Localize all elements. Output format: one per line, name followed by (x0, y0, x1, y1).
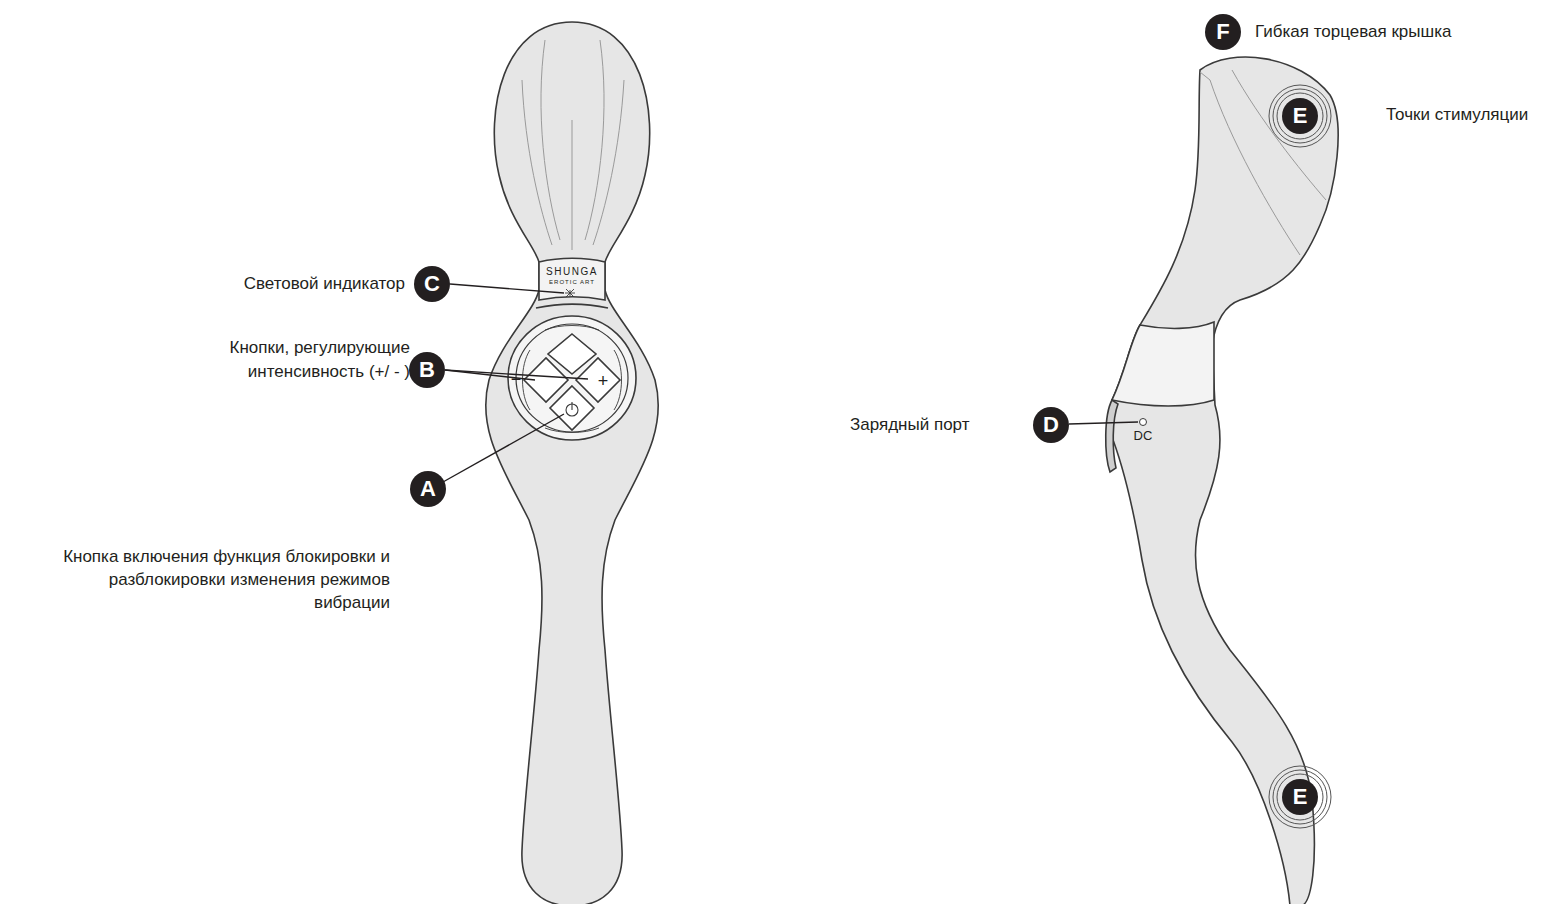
callout-letter: B (419, 359, 435, 381)
button-power (550, 386, 594, 430)
device-marking: EROTIC ART (537, 278, 607, 286)
callout-badge: D (1033, 407, 1069, 443)
button-plus (576, 358, 620, 402)
callout-badge: E (1282, 779, 1318, 815)
callout-letter: C (424, 273, 440, 295)
side-body (1110, 57, 1338, 904)
part-label: Световой индикатор (185, 273, 405, 295)
device-marking: SHUNGA (537, 266, 607, 278)
callout-badge: F (1205, 14, 1241, 50)
device-marking: + (593, 371, 613, 391)
callout-letter: A (420, 478, 436, 500)
part-label: Точки стимуляции (1386, 104, 1566, 126)
panel-ornament (523, 326, 622, 433)
callout-letter: E (1293, 105, 1308, 127)
side-view (1106, 57, 1338, 904)
head-ribs (522, 40, 624, 250)
side-neck-band (1112, 322, 1214, 406)
callout-badge: B (409, 352, 445, 388)
device-marking: DC (1128, 428, 1158, 443)
callout-badge: C (414, 266, 450, 302)
callout-letter: F (1216, 21, 1229, 43)
neck-line (536, 304, 608, 308)
indicator-light (565, 289, 575, 297)
front-body (486, 22, 659, 904)
part-label: Кнопки, регулирующие интенсивность (+/ -… (190, 336, 410, 384)
leader-lines (443, 284, 1138, 482)
part-label: Гибкая торцевая крышка (1255, 21, 1555, 43)
head-facet (1200, 70, 1326, 255)
dc-port (1140, 419, 1147, 426)
device-marking: − (506, 369, 526, 389)
callout-letter: D (1043, 414, 1059, 436)
callout-letter: E (1293, 786, 1308, 808)
side-button (1106, 400, 1118, 472)
callout-badge: E (1282, 98, 1318, 134)
callout-badge: A (410, 471, 446, 507)
power-icon-bar (571, 402, 572, 410)
part-label: Зарядный порт (850, 414, 1020, 436)
front-view (486, 22, 659, 904)
stimulation-rings (1269, 85, 1331, 828)
part-label: Кнопка включения функция блокировки и ра… (60, 545, 390, 614)
